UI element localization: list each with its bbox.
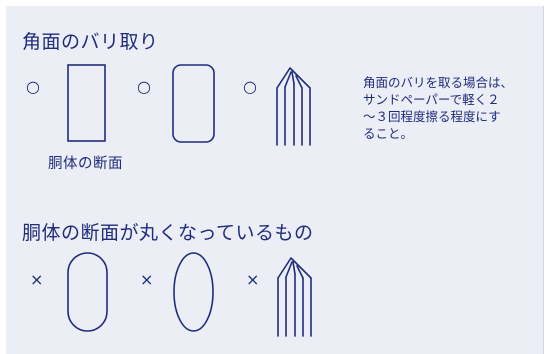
square-cross-section — [67, 64, 106, 142]
ok-mark-1: ○ — [26, 77, 40, 96]
diagram-canvas: 角面のバリ取り ○ ○ ○ 角面のバリを取る場合は、 サンドペーパーで軽く２ ～… — [6, 6, 544, 354]
section-title-rounded-body: 胴体の断面が丸くなっているもの — [22, 222, 314, 244]
fluted-body-side-view — [276, 67, 311, 146]
ng-mark-1: × — [30, 270, 44, 289]
cross-section-caption: 胴体の断面 — [48, 156, 123, 172]
ng-mark-3: × — [246, 270, 260, 289]
ok-mark-3: ○ — [243, 77, 257, 96]
ok-mark-2: ○ — [137, 77, 151, 96]
capsule-cross-section — [67, 252, 108, 332]
fluted-body-side-view-2 — [277, 257, 312, 337]
oval-cross-section — [173, 252, 214, 332]
rounded-rect-cross-section — [172, 64, 215, 143]
burr-removal-note: 角面のバリを取る場合は、 サンドペーパーで軽く２ ～３回程度擦る程度にす ること… — [363, 75, 514, 141]
section-title-burr-removal: 角面のバリ取り — [22, 31, 159, 53]
ng-mark-2: × — [140, 270, 154, 289]
